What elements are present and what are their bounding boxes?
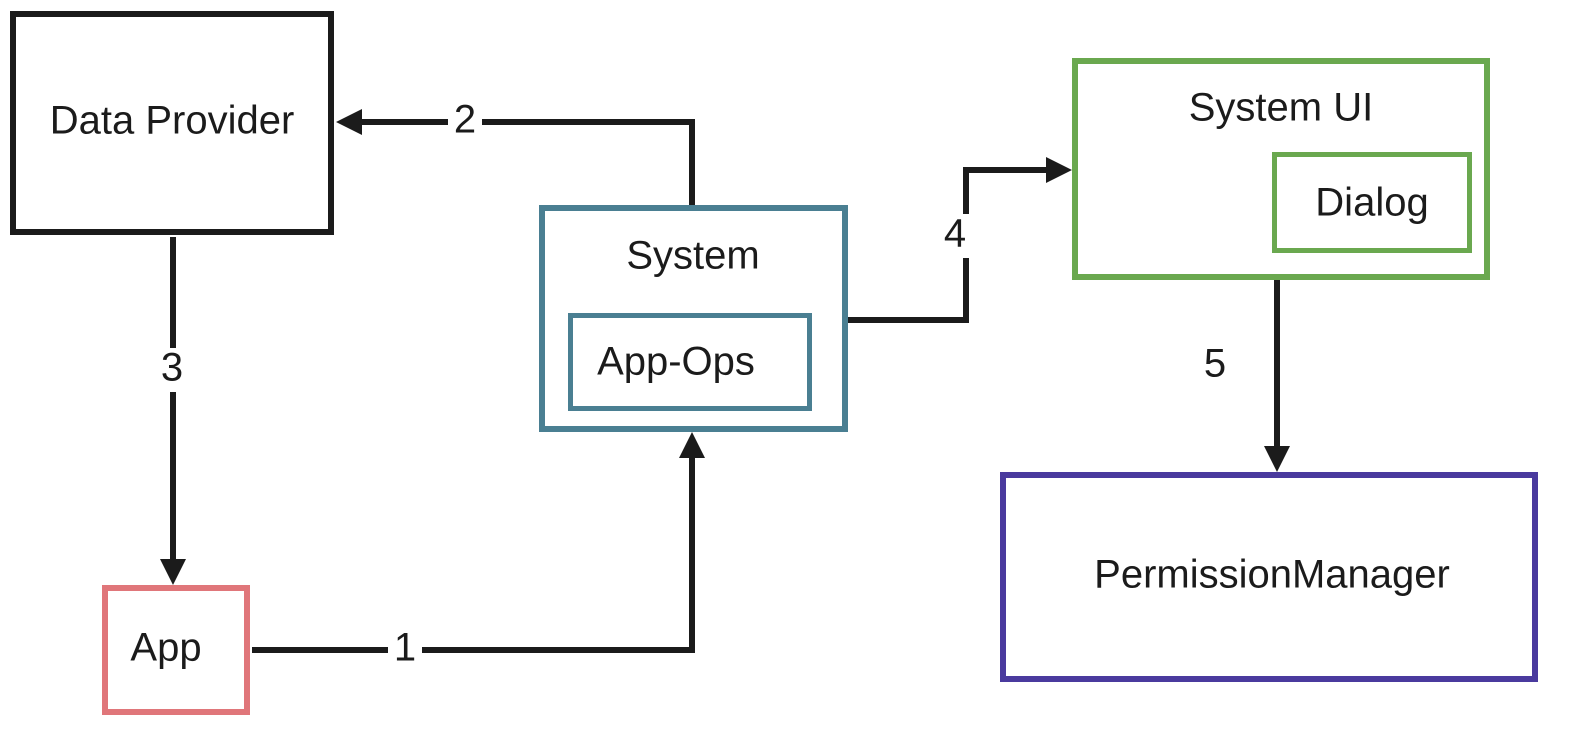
edge-label-2: 2 (454, 98, 476, 142)
edge-label-group-1: 1 (388, 626, 422, 672)
node-box-dialog[interactable] (1272, 152, 1472, 253)
node-dialog[interactable]: Dialog (1272, 152, 1472, 253)
edge-label-backdrop (938, 214, 972, 258)
edge-label-group-3: 3 (155, 346, 189, 392)
node-label-permission-manager: PermissionManager (1094, 553, 1450, 597)
arrowhead-icon (1046, 157, 1072, 183)
edge-label-backdrop (448, 100, 482, 144)
node-box-permission-manager[interactable] (1000, 472, 1538, 682)
edge-label-backdrop (1198, 344, 1232, 388)
node-box-app[interactable] (102, 585, 250, 715)
node-label-app-ops: App-Ops (597, 340, 755, 384)
node-label-system-ui: System UI (1189, 86, 1373, 130)
node-box-app-ops[interactable] (568, 313, 812, 411)
node-label-system: System (626, 234, 759, 278)
node-label-data-provider: Data Provider (50, 99, 295, 143)
edge-5 (1264, 280, 1290, 472)
edge-3 (160, 237, 186, 585)
arrowhead-icon (679, 432, 705, 458)
node-box-data-provider[interactable] (10, 11, 334, 235)
edge-label-group-2: 2 (448, 98, 482, 144)
node-label-dialog: Dialog (1315, 181, 1428, 225)
node-data-provider[interactable]: Data Provider (10, 11, 334, 235)
edge-label-group-4: 4 (938, 212, 972, 258)
edge-line (252, 446, 695, 653)
arrowhead-icon (1264, 446, 1290, 472)
edge-1 (252, 432, 705, 653)
edge-2 (336, 109, 695, 205)
arrowhead-icon (336, 109, 362, 135)
node-label-app: App (130, 626, 201, 670)
edge-label-backdrop (155, 348, 189, 392)
edge-labels-layer: 1 2 3 4 5 (155, 98, 1232, 672)
edge-label-5: 5 (1204, 342, 1226, 386)
edge-label-group-5: 5 (1198, 342, 1232, 388)
arrowhead-icon (160, 559, 186, 585)
edge-label-1: 1 (394, 626, 416, 670)
node-permission-manager[interactable]: PermissionManager (1000, 472, 1538, 682)
edge-label-backdrop (388, 628, 422, 672)
edge-label-3: 3 (161, 346, 183, 390)
node-app[interactable]: App (102, 585, 250, 715)
edge-label-4: 4 (944, 212, 966, 256)
node-app-ops[interactable]: App-Ops (568, 313, 812, 411)
edge-line (350, 119, 695, 205)
